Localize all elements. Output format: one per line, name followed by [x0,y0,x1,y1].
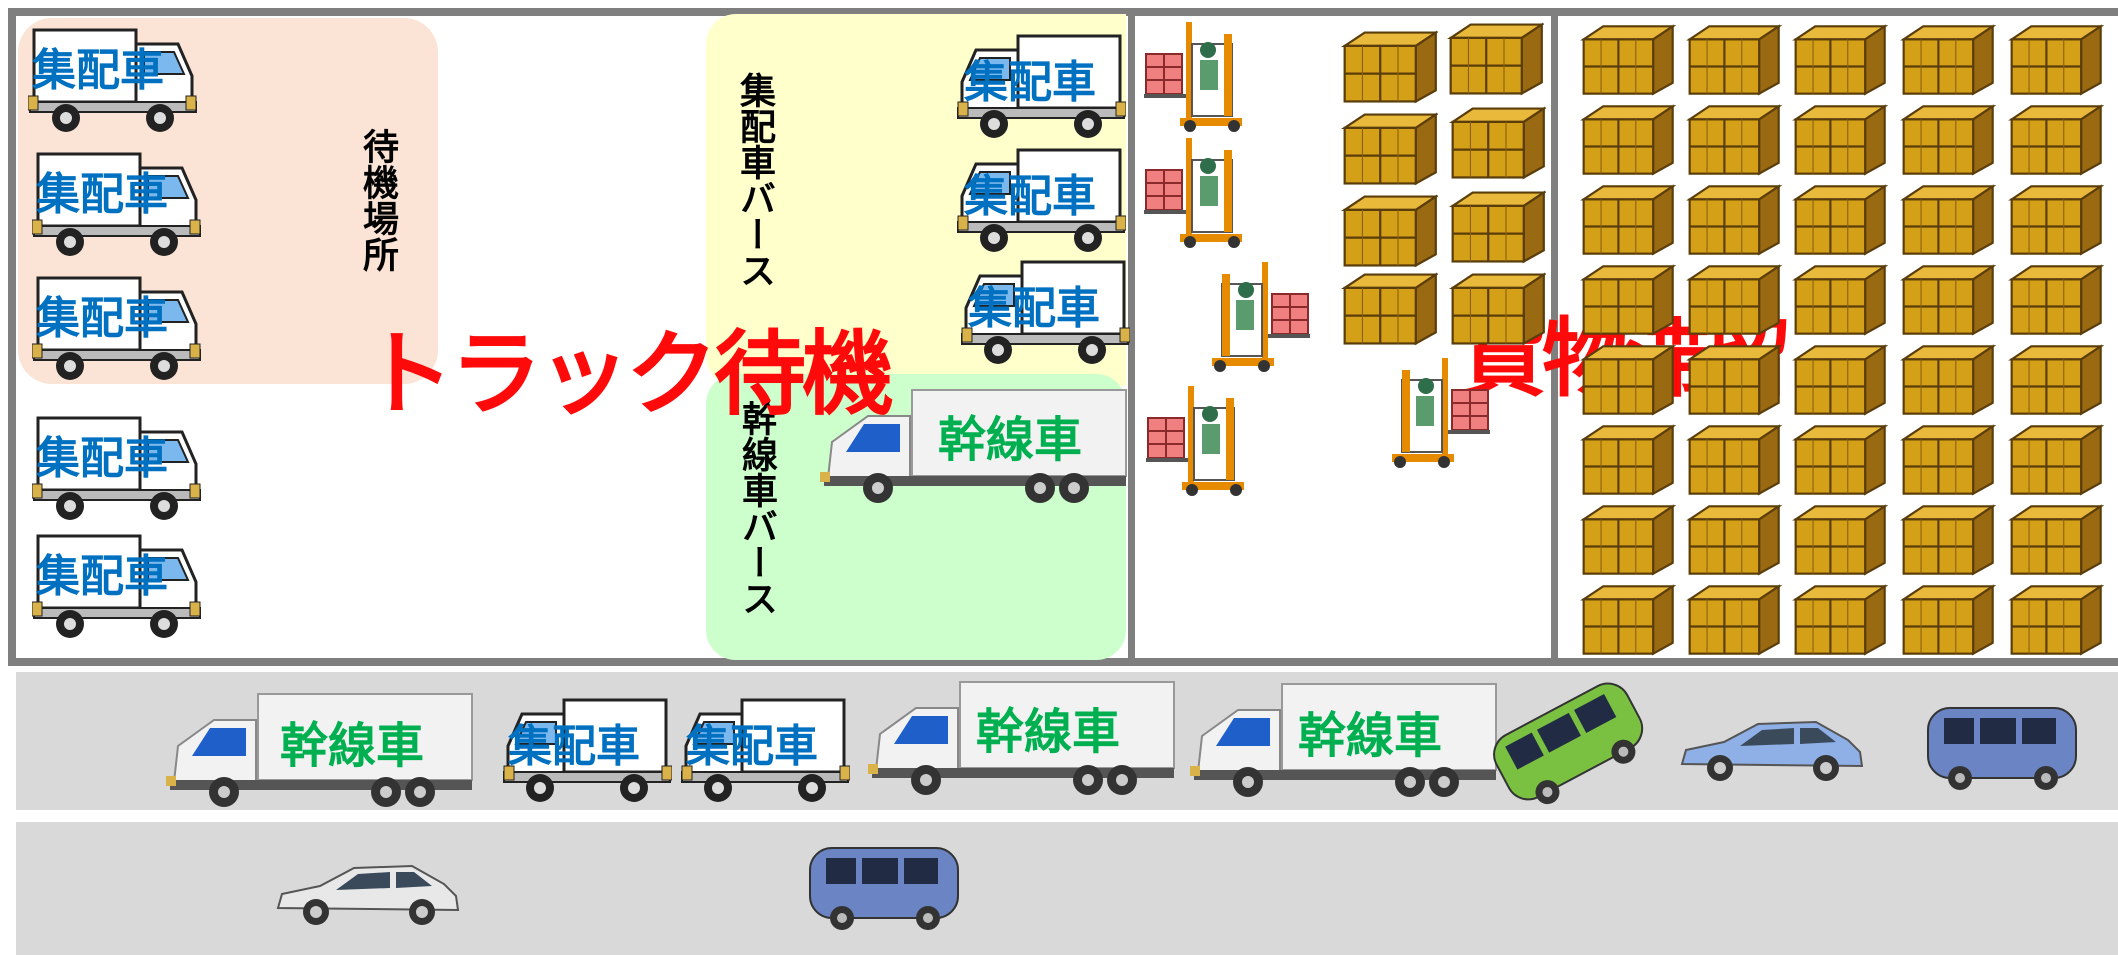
trunk-truck-label: 幹線車 [976,704,1121,760]
pallet-stack-icon [1682,342,1782,418]
berth-trunk-truck: 幹線車 [818,386,1128,506]
pallet-stack-icon [1576,102,1676,178]
pallet-stack-icon [2004,22,2104,98]
pallet-stack-icon [1896,502,1996,578]
delivery-truck-label: 集配車 [964,57,1096,108]
berth-delivery-truck-1: 集配車 [956,30,1126,140]
road-delivery-truck-2: 集配車 [680,694,850,804]
pallet-stack-icon [1788,422,1888,498]
pallet-stack-icon [1788,102,1888,178]
berth-delivery-truck-2: 集配車 [956,144,1126,254]
pallet-stack-icon [1896,422,1996,498]
road-delivery-truck-1: 集配車 [502,694,672,804]
berth-delivery-truck-3: 集配車 [960,256,1130,366]
silver-car-icon [272,856,462,926]
pallet-stack-icon [1576,182,1676,258]
pallet-stack-icon [2004,582,2104,658]
pallet-stack-icon [1682,22,1782,98]
pallet-stack-icon [1338,270,1438,348]
delivery-truck-label: 集配車 [36,433,168,484]
pallet-stack-icon [1444,20,1544,98]
pallet-stack-icon [1682,102,1782,178]
pallet-stack-icon [1446,270,1546,348]
pallet-stack-icon [1682,502,1782,578]
pallet-stack-icon [1682,262,1782,338]
pallet-stack-icon [2004,262,2104,338]
truck-waiting-headline: トラック待機 [362,321,894,428]
pallet-stack-icon [1896,102,1996,178]
waiting-delivery-truck-2: 集配車 [32,148,202,258]
pallet-stack-icon [2004,342,2104,418]
pallet-stack-icon [1896,22,1996,98]
trunk-truck-label: 幹線車 [1298,708,1443,764]
pallet-stack-icon [1788,502,1888,578]
pallet-stack-icon [1576,22,1676,98]
delivery-truck-label: 集配車 [36,551,168,602]
pallet-stack-icon [1896,342,1996,418]
road-trunk-truck-3: 幹線車 [1188,680,1498,800]
road-trunk-truck-2: 幹線車 [866,678,1176,798]
waiting-delivery-truck-5: 集配車 [32,530,202,640]
pallet-stack-icon [1682,182,1782,258]
pallet-stack-icon [1576,422,1676,498]
forklift-icon [1146,378,1246,498]
trunk-truck-label: 幹線車 [280,718,425,774]
pallet-stack-icon [1446,188,1546,266]
delivery-truck-label: 集配車 [36,169,168,220]
pallet-stack-icon [1896,182,1996,258]
pallet-stack-icon [2004,422,2104,498]
pallet-stack-icon [1788,342,1888,418]
pallet-stack-icon [1788,262,1888,338]
pallet-stack-icon [1682,422,1782,498]
delivery-truck-label: 集配車 [964,171,1096,222]
forklift-icon [1144,130,1244,250]
pallet-stack-icon [1576,262,1676,338]
blue-car-icon [1676,712,1866,782]
facility-building [8,8,2118,666]
pallet-stack-icon [1446,104,1546,182]
delivery-truck-label: 集配車 [32,45,164,96]
waiting-area-label: 待機場所 [357,128,398,272]
road-trunk-truck-1: 幹線車 [164,690,474,810]
pallet-stack-icon [2004,182,2104,258]
pallet-stack-icon [1788,582,1888,658]
delivery-truck-label: 集配車 [686,721,818,772]
pallet-stack-icon [1338,28,1438,106]
pallet-stack-icon [1788,22,1888,98]
delivery-truck-label: 集配車 [968,283,1100,334]
delivery-berth-label: 集配車バース [734,72,775,288]
pallet-stack-icon [1576,342,1676,418]
waiting-delivery-truck-4: 集配車 [32,412,202,522]
waiting-delivery-truck-3: 集配車 [32,272,202,382]
forklift-icon [1144,14,1244,134]
pallet-stack-icon [1576,502,1676,578]
pallet-stack-icon [2004,102,2104,178]
dock-wall [1128,8,1135,666]
pallet-stack-icon [1682,582,1782,658]
trunk-berth-label: 幹線車バース [736,400,777,616]
pallet-stack-icon [1896,262,1996,338]
blue-minivan-icon [1922,702,2082,792]
delivery-truck-label: 集配車 [508,721,640,772]
pallet-stack-icon [1788,182,1888,258]
forklift-icon [1210,254,1310,374]
pallet-stack-icon [1576,582,1676,658]
warehouse-wall [1551,8,1558,666]
forklift-icon [1390,350,1490,470]
pallet-stack-icon [1338,110,1438,188]
blue-minivan-icon [804,842,964,932]
pallet-stack-icon [1338,192,1438,270]
delivery-truck-label: 集配車 [36,293,168,344]
trunk-truck-label: 幹線車 [938,412,1083,468]
pallet-stack-icon [1896,582,1996,658]
pallet-stack-icon [2004,502,2104,578]
waiting-delivery-truck-1: 集配車 [28,24,198,134]
